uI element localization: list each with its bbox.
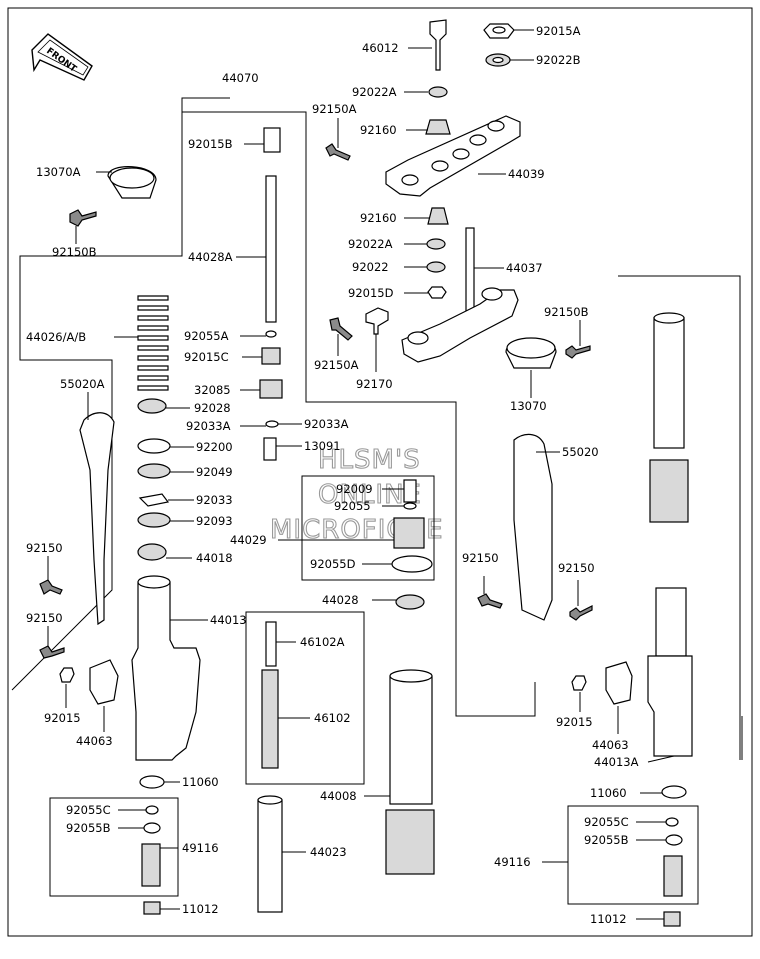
part-label: 92055B [66, 821, 111, 835]
group-box-44029 [301, 475, 435, 581]
part-label: 13070 [510, 399, 547, 413]
part-label: 13070A [36, 165, 81, 179]
part-label: 92055B [584, 833, 629, 847]
part-label: 92049 [196, 465, 233, 479]
part-label: 46012 [362, 41, 399, 55]
part-label: 92150 [462, 551, 499, 565]
part-label: 44029 [230, 533, 267, 547]
part-label: 44013 [210, 613, 247, 627]
part-label: 55020A [60, 377, 105, 391]
front-arrow-icon: FRONT [31, 33, 93, 81]
group-box-49116-left [49, 797, 179, 897]
part-label: 44063 [592, 738, 629, 752]
part-label: 92055 [334, 499, 371, 513]
part-label: 92033 [196, 493, 233, 507]
part-labels: 92015A 46012 92022B 44070 92022A 92150A … [26, 24, 639, 926]
part-label: 92022A [352, 85, 397, 99]
part-label: 92150 [558, 561, 595, 575]
diagram-frame [7, 7, 753, 937]
part-label: 92033A [186, 419, 231, 433]
part-label: 92028 [194, 401, 231, 415]
part-label: 92093 [196, 514, 233, 528]
part-label: 92200 [196, 440, 233, 454]
leader-lines [47, 29, 675, 920]
part-label: 13091 [304, 439, 341, 453]
part-label: 46102 [314, 711, 351, 725]
part-label: 44023 [310, 845, 347, 859]
part-label: 92022A [348, 237, 393, 251]
part-label: 44063 [76, 734, 113, 748]
part-label: 92015B [188, 137, 233, 151]
part-label: 92150B [544, 305, 589, 319]
part-label: 92055C [584, 815, 629, 829]
part-label: 44018 [196, 551, 233, 565]
part-label: 11012 [590, 912, 627, 926]
part-label: 92015 [44, 711, 81, 725]
watermark-line-1: HLSM'S [318, 445, 421, 475]
part-label: 11012 [182, 902, 219, 916]
part-label: 49116 [494, 855, 531, 869]
part-label: 44037 [506, 261, 543, 275]
part-label: 49116 [182, 841, 219, 855]
part-shapes [39, 19, 693, 927]
part-label: 92015 [556, 715, 593, 729]
part-label: 92160 [360, 211, 397, 225]
group-outlines [11, 97, 743, 760]
part-label: 92150A [314, 358, 359, 372]
part-label: 92160 [360, 123, 397, 137]
part-label: 92055D [310, 557, 356, 571]
part-label: 92009 [336, 482, 373, 496]
part-label: 44039 [508, 167, 545, 181]
group-box-46102 [245, 611, 365, 785]
group-box-49116-right [567, 805, 699, 905]
part-label: 46102A [300, 635, 345, 649]
part-label: 92022 [352, 260, 389, 274]
part-label: 92170 [356, 377, 393, 391]
part-label: 92015A [536, 24, 581, 38]
part-label: 92022B [536, 53, 581, 67]
part-label: 92055A [184, 329, 229, 343]
part-label: 44008 [320, 789, 357, 803]
part-label: 11060 [590, 786, 627, 800]
part-label: 55020 [562, 445, 599, 459]
part-label: 44028 [322, 593, 359, 607]
part-label: 44013A [594, 755, 639, 769]
part-label: 92033A [304, 417, 349, 431]
part-label: 92055C [66, 803, 111, 817]
part-label: 92015C [184, 350, 229, 364]
part-label: 44028A [188, 250, 233, 264]
part-label: 11060 [182, 775, 219, 789]
part-label: 92015D [348, 286, 394, 300]
part-label: 92150 [26, 541, 63, 555]
part-label: 92150A [312, 102, 357, 116]
part-label: 32085 [194, 383, 231, 397]
part-label: 92150B [52, 245, 97, 259]
part-label: 44026/A/B [26, 330, 86, 344]
part-label: 92150 [26, 611, 63, 625]
part-label: 44070 [222, 71, 259, 85]
